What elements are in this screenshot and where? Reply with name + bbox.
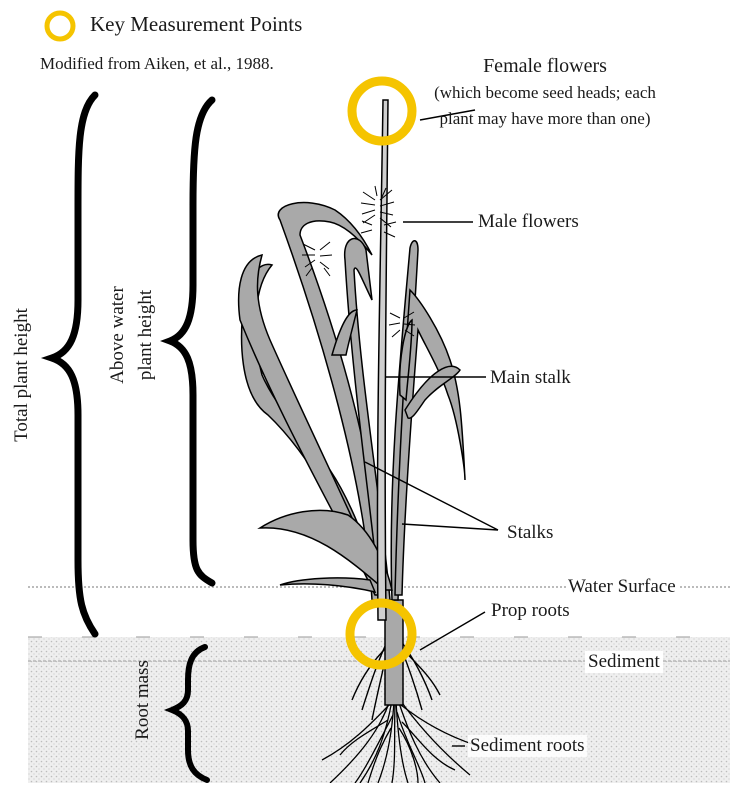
above-water-line2: plant height: [132, 286, 160, 384]
above-water-line1: Above water: [104, 286, 132, 384]
leaves: [239, 203, 465, 600]
main-stalk-label: Main stalk: [490, 367, 571, 389]
male-flowers-label: Male flowers: [478, 211, 579, 233]
stalks-label: Stalks: [507, 522, 553, 544]
sediment-roots-label: Sediment roots: [468, 735, 587, 757]
citation: Modified from Aiken, et al., 1988.: [40, 54, 274, 74]
total-plant-height-label: Total plant height: [11, 308, 33, 442]
female-flowers-title: Female flowers: [483, 55, 607, 77]
sediment-label: Sediment: [585, 651, 663, 673]
root-mass-label: Root mass: [132, 660, 154, 740]
water-surface-label: Water Surface: [566, 576, 678, 598]
prop-roots-label: Prop roots: [489, 600, 572, 622]
main-stalk-drawing: [377, 100, 388, 620]
legend-marker-icon: [47, 13, 73, 39]
female-flowers-detail: (which become seed heads; each plant may…: [425, 80, 665, 132]
female-flowers-label: Female flowers (which become seed heads;…: [425, 53, 665, 132]
above-water-brace: [170, 100, 212, 583]
legend-label: Key Measurement Points: [90, 12, 302, 37]
total-height-brace: [52, 95, 95, 634]
above-water-height-label: Above water plant height: [104, 286, 160, 384]
